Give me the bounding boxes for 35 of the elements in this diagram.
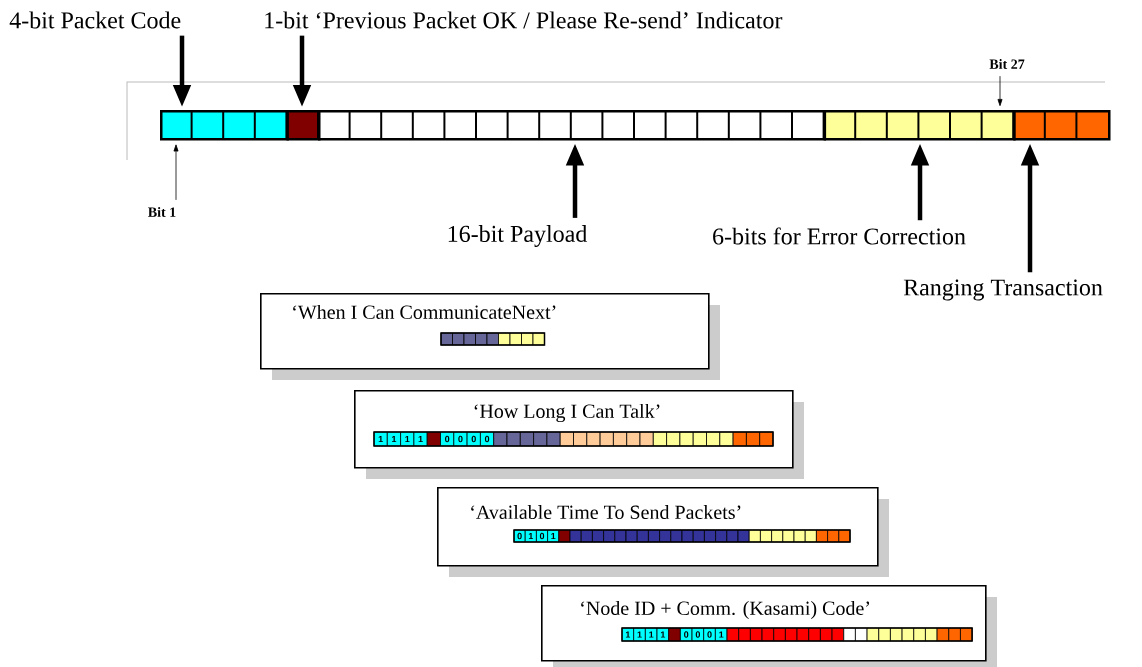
bit-digit: 1 (660, 631, 666, 638)
bit-field (823, 110, 1016, 141)
bit-digit: 0 (684, 631, 689, 638)
annotation-text: Bit 27 (989, 59, 1025, 69)
bit-digit: 1 (528, 532, 534, 540)
message-box: ‘When I Can CommunicateNext’ (260, 293, 720, 380)
bit-digit: 1 (418, 435, 423, 443)
bit-field (160, 110, 289, 141)
arrow (173, 144, 179, 201)
bit-digit: 1 (625, 631, 631, 638)
annotation-text: 6-bits for Error Correction (713, 227, 966, 245)
bit-field (1013, 110, 1111, 141)
arrow (997, 75, 1003, 107)
bit-field (318, 110, 827, 141)
bit-digit: 1 (405, 435, 410, 443)
annotation-text: Bit 1 (148, 207, 176, 217)
bit-digit: 0 (458, 435, 463, 443)
bit-digit: 1 (637, 631, 642, 638)
bit-digit: 0 (471, 435, 476, 443)
bit-digit: 0 (539, 532, 545, 540)
bit-digit: 0 (445, 435, 450, 443)
bit-digit: 0 (517, 532, 522, 540)
bit-digit: 0 (695, 631, 700, 638)
bit-digit: 1 (719, 631, 724, 638)
annotation-text: 16-bit Payload (448, 225, 588, 247)
bit-digit: 0 (484, 435, 490, 443)
bit-field (286, 110, 321, 141)
bit-digit: 1 (551, 532, 556, 540)
bit-digit: 1 (649, 631, 654, 638)
annotation-text: 4-bit Packet Code (9, 11, 181, 29)
annotation-text: Ranging Transaction (903, 279, 1103, 301)
bit-digit: 1 (392, 435, 397, 443)
annotation-text: 1-bit ‘Previous Packet OK / Please Re-send’ Indicator (265, 11, 783, 29)
bit-digit: 0 (707, 631, 712, 638)
bit-digit: 1 (378, 435, 383, 443)
